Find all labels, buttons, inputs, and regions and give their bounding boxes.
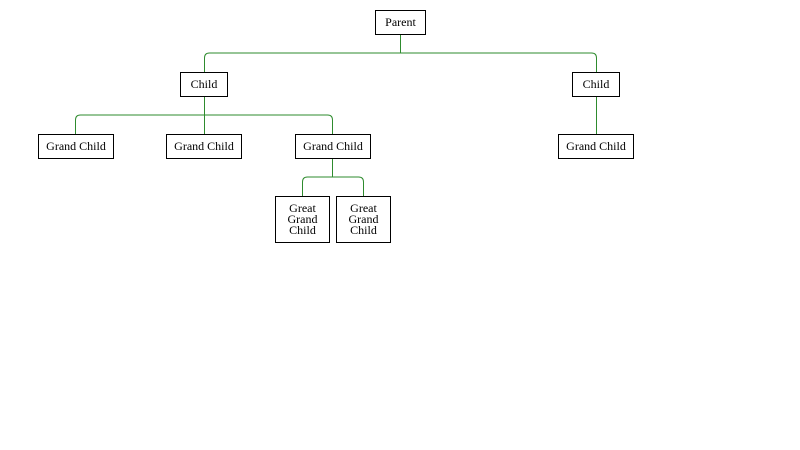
connector-child1-grandchildren bbox=[75, 97, 333, 134]
node-grand-child-1[interactable]: Grand Child bbox=[38, 134, 114, 159]
node-child-2[interactable]: Child bbox=[572, 72, 620, 97]
node-great-grand-child-2-label: Great Grand Child bbox=[348, 201, 379, 237]
node-parent-label: Parent bbox=[385, 15, 416, 29]
node-child-1-label: Child bbox=[190, 77, 218, 91]
node-great-grand-child-2-line-1: Great bbox=[350, 201, 377, 215]
node-great-grand-child-1[interactable]: Great Grand Child bbox=[275, 196, 330, 243]
node-grand-child-3-label: Grand Child bbox=[303, 139, 363, 153]
node-great-grand-child-1-label: Great Grand Child bbox=[287, 201, 318, 237]
node-child-1[interactable]: Child bbox=[180, 72, 228, 97]
node-child-2-label: Child bbox=[582, 77, 610, 91]
node-grand-child-2[interactable]: Grand Child bbox=[166, 134, 242, 159]
connector-grandchild3-greatgrandchildren bbox=[302, 159, 364, 196]
node-great-grand-child-1-line-1: Great bbox=[289, 201, 316, 215]
connector-parent-children bbox=[204, 35, 597, 72]
node-grand-child-1-label: Grand Child bbox=[46, 139, 106, 153]
node-grand-child-3[interactable]: Grand Child bbox=[295, 134, 371, 159]
node-great-grand-child-1-line-3: Child bbox=[289, 223, 316, 237]
node-grand-child-4-label: Grand Child bbox=[566, 139, 626, 153]
node-parent[interactable]: Parent bbox=[375, 10, 426, 35]
node-great-grand-child-2[interactable]: Great Grand Child bbox=[336, 196, 391, 243]
node-great-grand-child-2-line-3: Child bbox=[350, 223, 377, 237]
node-grand-child-2-label: Grand Child bbox=[174, 139, 234, 153]
node-great-grand-child-1-line-2: Grand bbox=[287, 212, 318, 226]
node-great-grand-child-2-line-2: Grand bbox=[348, 212, 379, 226]
node-grand-child-4[interactable]: Grand Child bbox=[558, 134, 634, 159]
